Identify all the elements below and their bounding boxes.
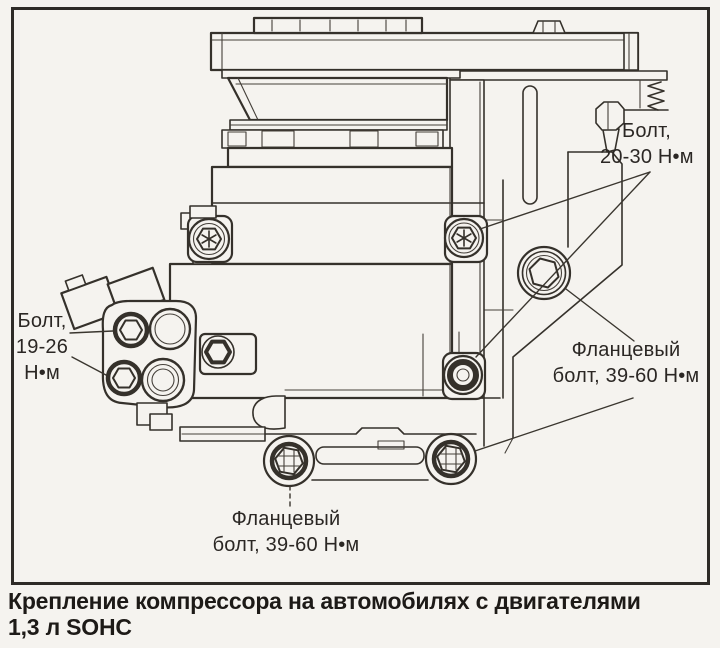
figure-frame [11, 7, 710, 585]
callout-text: 19-26 [15, 336, 69, 358]
callout-text: Болт, [17, 310, 67, 332]
clutch-hub-plate [252, 16, 424, 35]
body-bolts [186, 205, 489, 401]
flange-bolt-bottom-left [262, 434, 316, 488]
compressor-body [168, 165, 501, 430]
bottom-mounting-bracket [179, 397, 514, 488]
callout-text: 20-30 Н•м [600, 146, 694, 168]
pulley [221, 69, 461, 169]
flange-bolt-bottom-right [424, 432, 478, 486]
caption-line: 1,3 л SOHC [8, 614, 132, 640]
callout-bolt-20-30: Болт, 20-30 Н•м [600, 118, 716, 170]
stud-rod [522, 85, 538, 205]
callout-flange-bolt-bottom: Фланцевый болт, 39-60 Н•м [196, 506, 376, 558]
callout-text: болт, 39-60 Н•м [212, 534, 360, 556]
star-bolt-left [187, 217, 231, 261]
socket-bolt-lower [442, 354, 484, 396]
leader-lines [69, 171, 651, 507]
port-lower [140, 357, 186, 403]
callout-text: Н•м [24, 362, 60, 384]
hex-bolt-body [201, 335, 235, 369]
hex-nut-top [532, 20, 566, 34]
caption-line: Крепление компрессора на автомобилях с д… [8, 588, 641, 614]
figure-caption: Крепление компрессора на автомобилях с д… [8, 588, 714, 640]
callout-text: Болт, [622, 120, 671, 142]
spring-icon [647, 81, 665, 111]
port-cluster [60, 266, 198, 431]
callout-flange-bolt-right: Фланцевый болт, 39-60 Н•м [536, 337, 716, 389]
bolt-19-26-lower [105, 359, 143, 397]
callout-text: Фланцевый [571, 339, 681, 361]
right-mounting-bracket [449, 70, 669, 439]
bearing-row [221, 129, 444, 149]
port-upper [148, 307, 192, 351]
callout-text: Фланцевый [231, 508, 341, 530]
bolt-20-30-side-view [595, 101, 625, 153]
body-lobe [252, 395, 286, 430]
bolt-19-26-upper [112, 311, 150, 349]
clutch-assembly [209, 16, 640, 72]
callout-text: болт, 39-60 Н•м [552, 365, 700, 387]
callout-bolt-19-26: Болт, 19-26 Н•м [6, 308, 78, 386]
flange-bolt-head-right [516, 245, 572, 301]
star-bolt-right [443, 217, 485, 259]
